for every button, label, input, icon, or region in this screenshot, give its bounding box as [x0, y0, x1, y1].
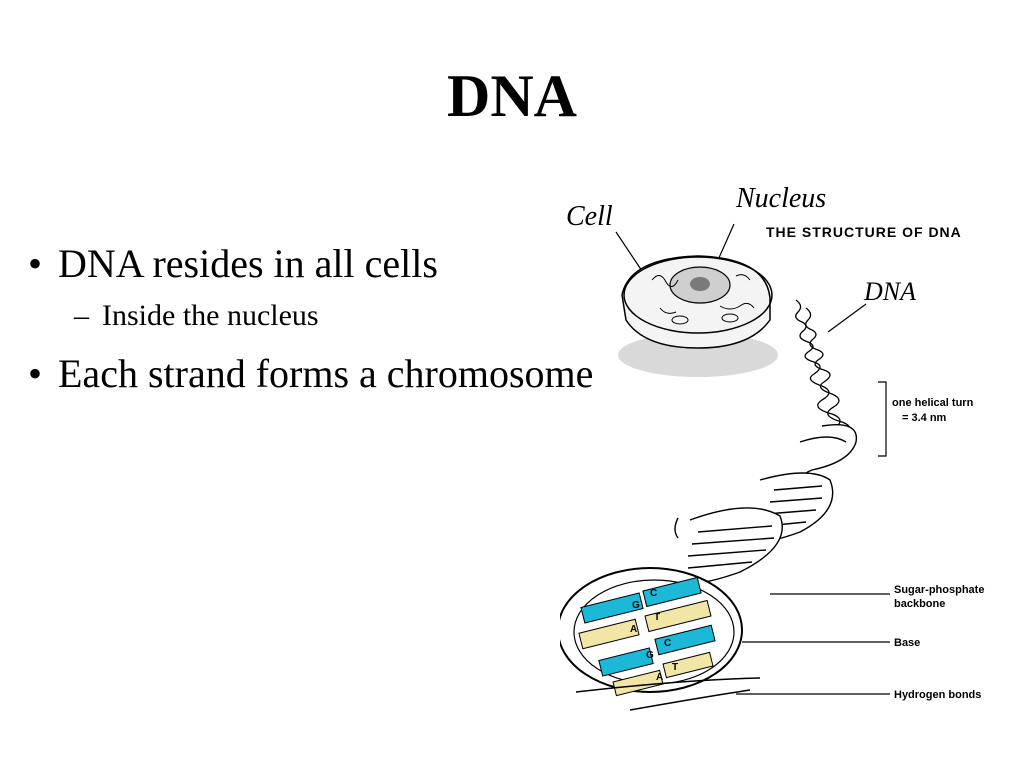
helical-turn-label-1: one helical turn: [892, 397, 974, 409]
base-letter: C: [650, 588, 657, 599]
coiled-dna: [795, 299, 851, 439]
base-letter: G: [646, 650, 654, 661]
base-pair-disc: G C A T G C A T: [560, 567, 761, 711]
helical-turn-label-2: = 3.4 nm: [902, 412, 947, 424]
base-label: Base: [894, 637, 920, 649]
hydrogen-bonds-label: Hydrogen bonds: [894, 689, 981, 701]
base-letter: A: [630, 624, 637, 635]
bullet-text: Each strand forms a chromosome: [58, 351, 594, 396]
bullet-dot: •: [28, 351, 43, 396]
slide-title: DNA: [447, 63, 577, 129]
sub-bullet-item-1: – Inside the nucleus: [28, 298, 728, 334]
base-letter: T: [672, 662, 678, 673]
backbone-label-1: Sugar-phosphate: [894, 584, 984, 596]
dna-label: DNA: [863, 277, 916, 306]
backbone-label-2: backbone: [894, 598, 945, 610]
bullet-dot: •: [28, 241, 43, 286]
double-helix: [671, 424, 858, 585]
bullet-item-1: • DNA resides in all cells: [28, 240, 728, 288]
base-letter: T: [654, 612, 660, 623]
base-letter: G: [632, 600, 640, 611]
sub-bullet-dash: –: [74, 299, 89, 332]
bullet-list: • DNA resides in all cells – Inside the …: [28, 240, 728, 412]
bullet-text: DNA resides in all cells: [58, 241, 438, 286]
nucleus-label: Nucleus: [735, 183, 826, 214]
sub-bullet-text: Inside the nucleus: [102, 299, 319, 332]
bullet-item-2: • Each strand forms a chromosome: [28, 350, 728, 398]
base-letter: A: [656, 672, 663, 683]
base-letter: C: [664, 638, 671, 649]
cell-illustration: [618, 255, 778, 377]
figure-heading: THE STRUCTURE OF DNA: [766, 224, 962, 240]
cell-label: Cell: [566, 201, 613, 232]
dna-structure-figure: Cell Nucleus DNA THE STRUCTURE OF DNA on…: [560, 183, 984, 711]
